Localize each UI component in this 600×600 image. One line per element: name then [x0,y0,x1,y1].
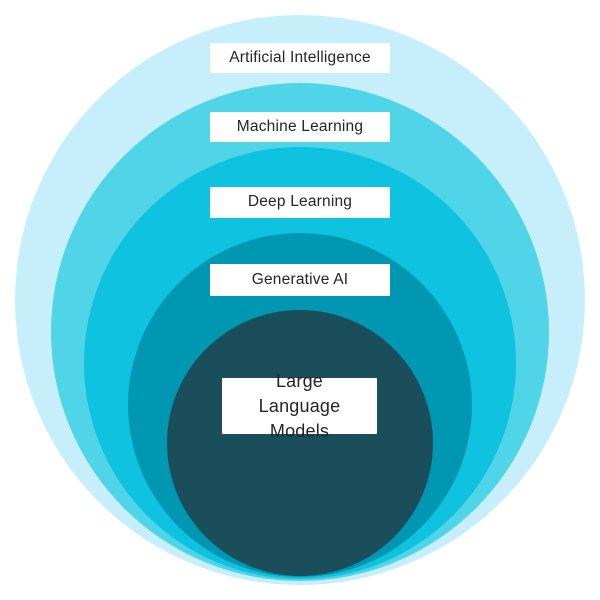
label-deep-learning-text: Deep Learning [247,193,353,211]
label-machine-learning: Machine Learning [210,112,390,142]
label-large-language-models: Large Language Models [222,371,377,441]
label-generative-ai-text: Generative AI [251,270,349,288]
label-deep-learning: Deep Learning [210,187,390,218]
label-machine-learning-text: Machine Learning [236,117,364,135]
label-artificial-intelligence-text: Artificial Intelligence [229,48,371,66]
label-generative-ai: Generative AI [210,264,390,296]
label-large-language-models-text: Large Language Models [258,370,341,441]
circle-large-language-models [167,310,433,576]
label-artificial-intelligence: Artificial Intelligence [210,43,390,73]
